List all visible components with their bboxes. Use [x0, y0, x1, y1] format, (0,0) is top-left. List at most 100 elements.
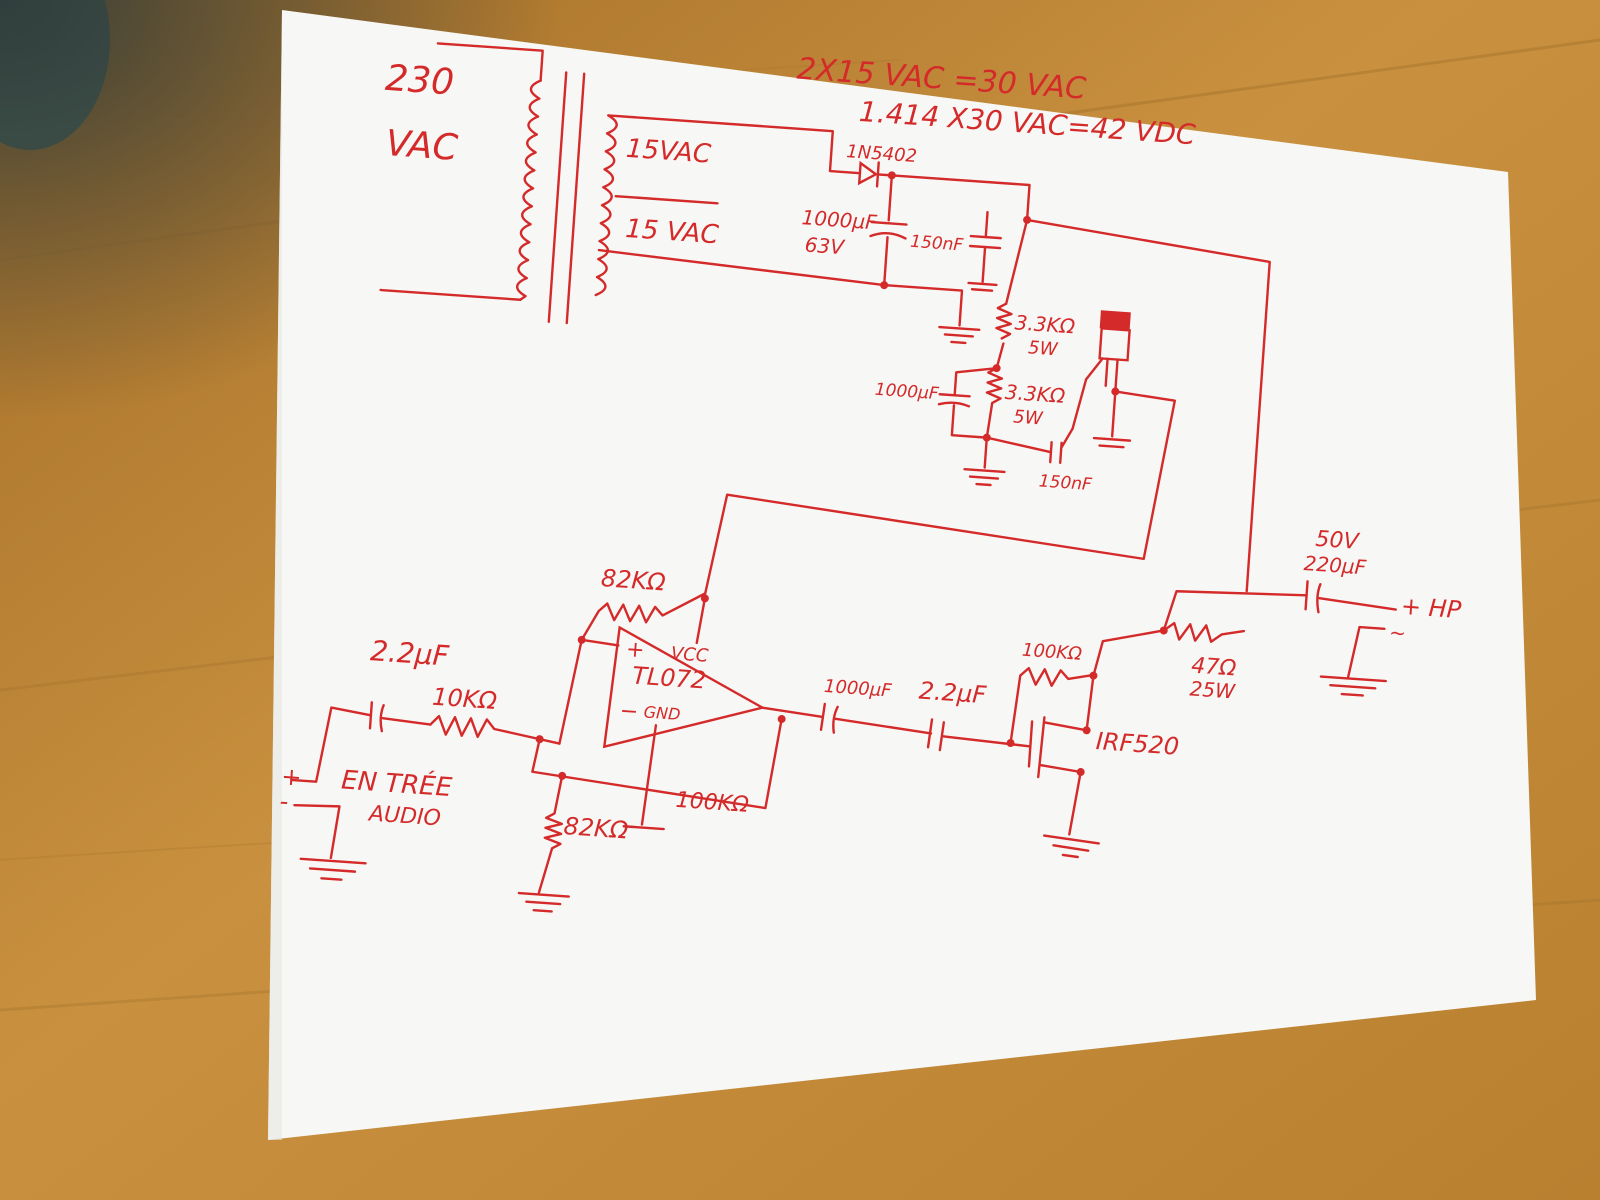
- gate-resistor: [1009, 666, 1092, 745]
- ground-return-wire: [597, 248, 964, 327]
- primary-lead-top: [436, 42, 544, 82]
- output-to-speaker-wire: [1318, 597, 1397, 611]
- input-resistor: [429, 714, 561, 745]
- regulated-supply-to-opamp: [704, 390, 1177, 595]
- secondary-to-diode-wire: [607, 114, 862, 175]
- secondary-center-tap: [614, 194, 719, 205]
- coupling-cap-1-label: 1000µF: [823, 676, 893, 702]
- small-cap-label: 150nF: [910, 232, 964, 256]
- load-res-value: 47Ω: [1190, 653, 1237, 681]
- divider-upper-power: 5W: [1027, 337, 1059, 360]
- divider-lower-value: 3.3KΩ: [1004, 380, 1066, 408]
- divider-lower-power: 5W: [1013, 406, 1045, 429]
- mid-cap-label: 1000µF: [874, 380, 939, 404]
- ground-symbol: [938, 325, 981, 345]
- main-cap-lead: [887, 174, 894, 222]
- voltage-regulator-legs: [1071, 357, 1119, 430]
- voltage-regulator-body: [1098, 327, 1131, 362]
- input-signal-wire: [290, 706, 373, 783]
- input-cap-label: 2.2µF: [369, 634, 450, 672]
- input-capacitor: [368, 701, 385, 733]
- input-plus-sign: +: [280, 762, 302, 791]
- bias-resistor: [537, 774, 564, 894]
- opamp-gnd-pin: GND: [643, 702, 681, 724]
- bias-res-label: 82KΩ: [563, 812, 630, 844]
- divider-lower-resistor: [985, 366, 1004, 439]
- rectifier-diode: [857, 160, 879, 186]
- core-line-right: [565, 72, 586, 325]
- main-cap-plate-bottom: [869, 231, 907, 240]
- output-cap-voltage: 50V: [1315, 527, 1362, 555]
- opamp-output-wire: [761, 706, 824, 719]
- primary-voltage-label: 230: [384, 58, 455, 104]
- main-cap-voltage: 63V: [804, 232, 846, 259]
- positive-rail-wire: [876, 173, 1031, 222]
- coupling-link-wire: [833, 717, 933, 735]
- feedback-bottom-path: [531, 717, 783, 810]
- secondary-upper-label: 15VAC: [625, 134, 713, 170]
- opamp-minus-pin: −: [619, 699, 639, 725]
- opamp-triangle: [602, 625, 766, 749]
- feedback-bottom-label: 100KΩ: [675, 788, 750, 818]
- secondary-lower-label: 15 VAC: [624, 214, 720, 250]
- opamp-vcc-pin: VCC: [670, 643, 709, 667]
- speaker-label: + HP: [1400, 592, 1463, 624]
- bias-ground: [517, 891, 570, 913]
- rectifier-diode-label: 1N5402: [846, 141, 918, 167]
- mosfet-label: IRF520: [1095, 727, 1180, 761]
- speaker-tilde: ~: [1388, 620, 1406, 645]
- output-cap-value: 220µF: [1303, 551, 1367, 579]
- divider-mid-lead: [995, 342, 1005, 370]
- divider-top-lead: [1004, 218, 1029, 305]
- mid-cap-lead: [953, 366, 998, 397]
- transformer: 230 VAC 15VAC 15 VAC: [379, 42, 720, 325]
- secondary-winding: [594, 114, 618, 297]
- feedback-top-label: 82KΩ: [600, 564, 667, 596]
- junction-dot: [1082, 726, 1091, 735]
- junction-dot: [777, 715, 786, 724]
- speaker-ground: [1319, 625, 1387, 697]
- mosfet-ground: [1042, 834, 1100, 859]
- divider-upper-value: 3.3KΩ: [1014, 310, 1076, 338]
- paper-edge-shadow: [268, 10, 282, 1140]
- inverting-node-wire: [558, 638, 620, 745]
- output-capacitor: [1304, 580, 1322, 614]
- divider-upper-resistor: [995, 302, 1013, 340]
- gate-wire: [941, 735, 1032, 748]
- mosfet-gate: [1027, 716, 1046, 779]
- paper-sheet: [268, 10, 1536, 1140]
- coupling-cap-2-label: 2.2µF: [918, 677, 988, 710]
- junction-dot: [880, 281, 889, 290]
- opamp-plus-pin: +: [625, 637, 645, 663]
- vplus-rail-to-output: [1025, 218, 1271, 593]
- opamp-ground: [622, 724, 665, 831]
- bottom-cap-label: 150nF: [1038, 471, 1092, 495]
- power-supply: 1N5402 1000µF 63V 150nF 3.3KΩ 5W: [597, 114, 1271, 595]
- vcc-lead: [695, 597, 707, 645]
- feedback-top-resistor: [580, 592, 707, 642]
- gate-res-label: 100KΩ: [1021, 640, 1082, 665]
- small-cap-ground: [967, 245, 998, 292]
- input-minus-sign: -: [279, 787, 290, 816]
- load-res-power: 25W: [1189, 676, 1237, 703]
- schematic-drawing: 230 VAC 15VAC 15 VAC 2X15 VAC =30 VAC 1.…: [279, 42, 1463, 913]
- voltage-regulator-tab: [1099, 310, 1131, 331]
- drain-wire: [1092, 629, 1165, 677]
- divider-ground: [963, 436, 1006, 487]
- mid-cap-return: [950, 404, 988, 439]
- small-cap-lead: [984, 210, 989, 239]
- bottom-cap-lead: [985, 436, 1053, 454]
- primary-lead-bottom: [379, 288, 522, 301]
- primary-winding: [515, 79, 542, 301]
- main-cap-value: 1000µF: [801, 205, 878, 234]
- opamp-part-label: TL072: [631, 662, 707, 695]
- output-wire: [1162, 590, 1308, 632]
- main-cap-plate-top: [870, 220, 908, 226]
- regulator-ground: [1092, 390, 1132, 449]
- junction-dot: [1076, 767, 1085, 776]
- input-res-label: 10KΩ: [431, 683, 498, 715]
- input-label-line2: AUDIO: [366, 801, 441, 831]
- main-cap-lead-low: [882, 236, 889, 287]
- amplifier-stage: 82KΩ + VCC TL072 − GND 2.2µF 10KΩ 100KΩ …: [279, 527, 1463, 913]
